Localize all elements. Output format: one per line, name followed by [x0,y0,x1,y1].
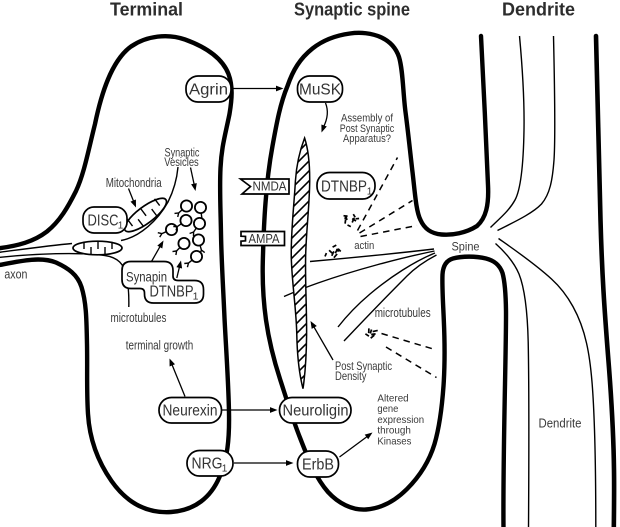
svg-text:Vesicles: Vesicles [164,157,199,169]
svg-text:axon: axon [4,268,27,282]
svg-text:expression: expression [377,414,424,426]
svg-text:Synapin: Synapin [126,269,167,285]
svg-text:Dendrite: Dendrite [539,417,582,431]
svg-text:Assembly of: Assembly of [341,113,394,125]
svg-text:microtubules: microtubules [375,306,431,320]
svg-text:actin: actin [354,240,374,252]
svg-text:1: 1 [193,291,199,303]
svg-text:Mitochondria: Mitochondria [106,176,162,190]
svg-text:Kinases: Kinases [377,435,411,447]
svg-text:ErbB: ErbB [302,457,334,474]
svg-text:through: through [377,425,411,437]
svg-text:DISC: DISC [88,213,119,230]
svg-text:Terminal: Terminal [110,0,183,20]
svg-text:NRG: NRG [192,456,223,473]
svg-text:DTNBP: DTNBP [321,179,367,196]
svg-text:NMDA: NMDA [253,180,288,194]
svg-text:1: 1 [222,464,228,475]
svg-text:Post Synaptic: Post Synaptic [340,123,395,135]
svg-text:MuSK: MuSK [299,82,341,99]
svg-text:Synaptic spine: Synaptic spine [294,0,410,20]
svg-text:Altered: Altered [377,393,408,405]
svg-text:Synaptic: Synaptic [165,148,200,160]
svg-text:Spine: Spine [452,240,480,254]
svg-text:1: 1 [367,187,373,198]
svg-text:Density: Density [335,369,367,383]
svg-text:terminal growth: terminal growth [126,339,194,353]
svg-text:microtubules: microtubules [111,311,167,325]
svg-text:Neurexin: Neurexin [163,403,218,420]
svg-text:Agrin: Agrin [189,82,228,99]
svg-text:DTNBP: DTNBP [150,284,194,301]
svg-text:Neuroligin: Neuroligin [283,403,349,420]
svg-text:Dendrite: Dendrite [502,0,575,20]
svg-text:gene: gene [377,403,398,415]
svg-text:1: 1 [118,221,124,232]
svg-text:Post Synaptic: Post Synaptic [335,359,392,373]
svg-text:Apparatus?: Apparatus? [343,133,391,145]
svg-text:AMPA: AMPA [249,232,281,246]
